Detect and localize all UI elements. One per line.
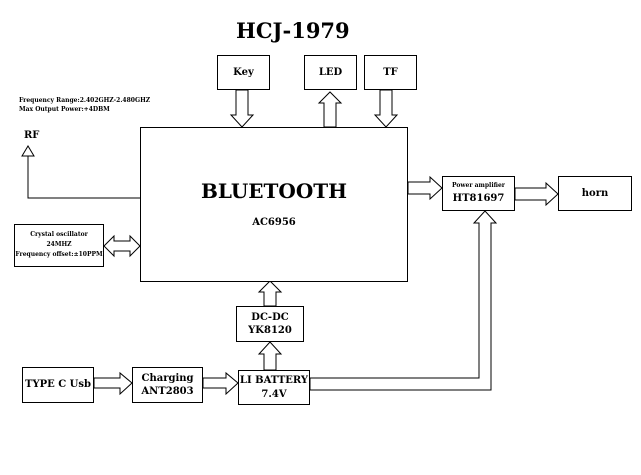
crystal-offset: Frequency offset:±10PPM: [15, 250, 103, 258]
bluetooth-chip: AC6956: [252, 217, 296, 229]
bluetooth-block: BLUETOOTH AC6956: [140, 127, 408, 282]
dcdc-chip: YK8120: [248, 325, 292, 336]
arrow-battery-to-amp: [309, 210, 498, 391]
rf-antenna-icon: [21, 145, 35, 157]
arrow-tf-to-bluetooth: [373, 89, 399, 128]
arrow-dcdc-to-bluetooth: [257, 280, 283, 307]
dcdc-block: DC-DC YK8120: [236, 306, 304, 342]
arrow-battery-to-dcdc: [257, 341, 283, 371]
dcdc-title: DC-DC: [251, 311, 289, 323]
rf-antenna-line: [27, 156, 140, 199]
tf-label: TF: [383, 66, 398, 78]
typec-label: TYPE C Usb: [25, 379, 91, 391]
arrow-key-to-bluetooth: [229, 89, 255, 128]
diagram-title: HCJ-1979: [236, 18, 350, 43]
key-block: Key: [217, 55, 270, 90]
rf-label: RF: [24, 130, 40, 141]
typec-usb-block: TYPE C Usb: [22, 367, 94, 403]
horn-block: horn: [558, 176, 632, 211]
power-amplifier-block: Power amplifier HT81697: [442, 176, 515, 211]
arrow-typec-to-charging: [93, 371, 133, 396]
power-amp-title: Power amplifier: [452, 181, 505, 189]
rf-max-output-power: Max Output Power:+4DBM: [19, 106, 110, 113]
charging-block: Charging ANT2803: [132, 367, 203, 403]
crystal-oscillator-block: Crystal oscillator 24MHZ Frequency offse…: [14, 224, 104, 267]
bluetooth-title: BLUETOOTH: [200, 179, 348, 204]
key-label: Key: [233, 66, 254, 78]
arrow-crystal-bluetooth: [103, 234, 141, 258]
power-amp-chip: HT81697: [452, 192, 505, 204]
led-block: LED: [304, 55, 357, 90]
charging-chip: ANT2803: [141, 386, 194, 397]
battery-voltage: 7.4V: [261, 389, 287, 400]
tf-block: TF: [364, 55, 417, 90]
horn-label: horn: [581, 187, 609, 199]
arrow-bluetooth-to-led: [317, 91, 343, 128]
arrow-bluetooth-to-amp: [407, 175, 443, 201]
battery-title: LI BATTERY: [239, 374, 309, 386]
arrow-charging-to-battery: [202, 371, 239, 396]
battery-block: LI BATTERY 7.4V: [238, 370, 310, 405]
led-label: LED: [318, 66, 343, 78]
crystal-frequency: 24MHZ: [46, 241, 72, 249]
charging-title: Charging: [141, 372, 194, 384]
rf-frequency-range: Frequency Range:2.402GHZ-2.480GHZ: [19, 97, 151, 104]
arrow-amp-to-horn: [514, 181, 559, 207]
crystal-title: Crystal oscillator: [30, 231, 88, 239]
